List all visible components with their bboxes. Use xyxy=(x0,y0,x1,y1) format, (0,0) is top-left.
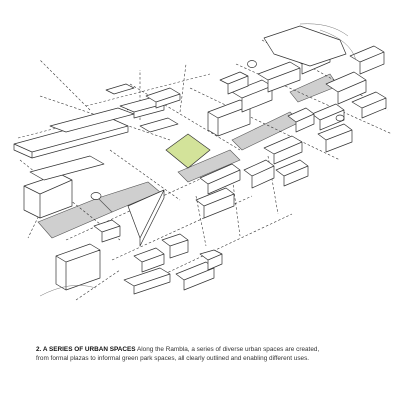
block-sw-7 xyxy=(199,249,223,271)
block-sw-5 xyxy=(175,261,215,291)
block-ne-1 xyxy=(325,71,367,105)
block-sw-4 xyxy=(161,233,189,259)
tree-east xyxy=(335,114,345,122)
block-ne-5 xyxy=(317,123,353,153)
urban-spaces-axonometric-diagram xyxy=(13,23,393,301)
block-n-6 xyxy=(263,25,347,67)
building-blocks xyxy=(13,25,387,295)
block-center-4 xyxy=(263,135,303,165)
block-ne-6 xyxy=(287,107,315,133)
caption-line-1: Along the Rambla, a series of diverse ur… xyxy=(136,346,320,353)
block-sw-1 xyxy=(55,243,101,291)
green-park-space xyxy=(165,133,211,169)
rambla-public-spaces xyxy=(37,73,339,239)
block-sw-6 xyxy=(133,247,165,273)
block-west-court xyxy=(29,155,105,181)
block-n-3 xyxy=(219,71,249,95)
block-nw-6 xyxy=(105,83,135,95)
round-landmarks xyxy=(90,60,345,200)
block-west-large xyxy=(23,173,73,219)
block-center-5 xyxy=(275,159,309,187)
block-center-1 xyxy=(195,187,235,219)
context-lines xyxy=(39,23,357,297)
caption-line-2: from formal plazas to informal green par… xyxy=(36,354,310,362)
block-ne-2 xyxy=(349,45,385,75)
diagram-caption: 2. A SERIES OF URBAN SPACES Along the Ra… xyxy=(36,346,376,363)
block-center-3 xyxy=(243,159,275,189)
block-center-2 xyxy=(199,163,241,195)
block-triangle xyxy=(127,189,165,247)
kiosk-west xyxy=(90,192,102,200)
block-nw-4 xyxy=(139,117,179,133)
block-sw-3 xyxy=(123,267,171,295)
block-sw-2 xyxy=(93,219,121,243)
caption-heading: 2. A SERIES OF URBAN SPACES xyxy=(36,346,136,353)
kiosk-north xyxy=(247,60,257,68)
block-n-1 xyxy=(207,99,251,137)
rambla-space-center xyxy=(177,149,241,183)
block-nw-5 xyxy=(145,87,181,109)
block-ne-3 xyxy=(351,91,387,119)
block-ne-4 xyxy=(311,103,345,131)
block-n-4 xyxy=(257,61,301,93)
